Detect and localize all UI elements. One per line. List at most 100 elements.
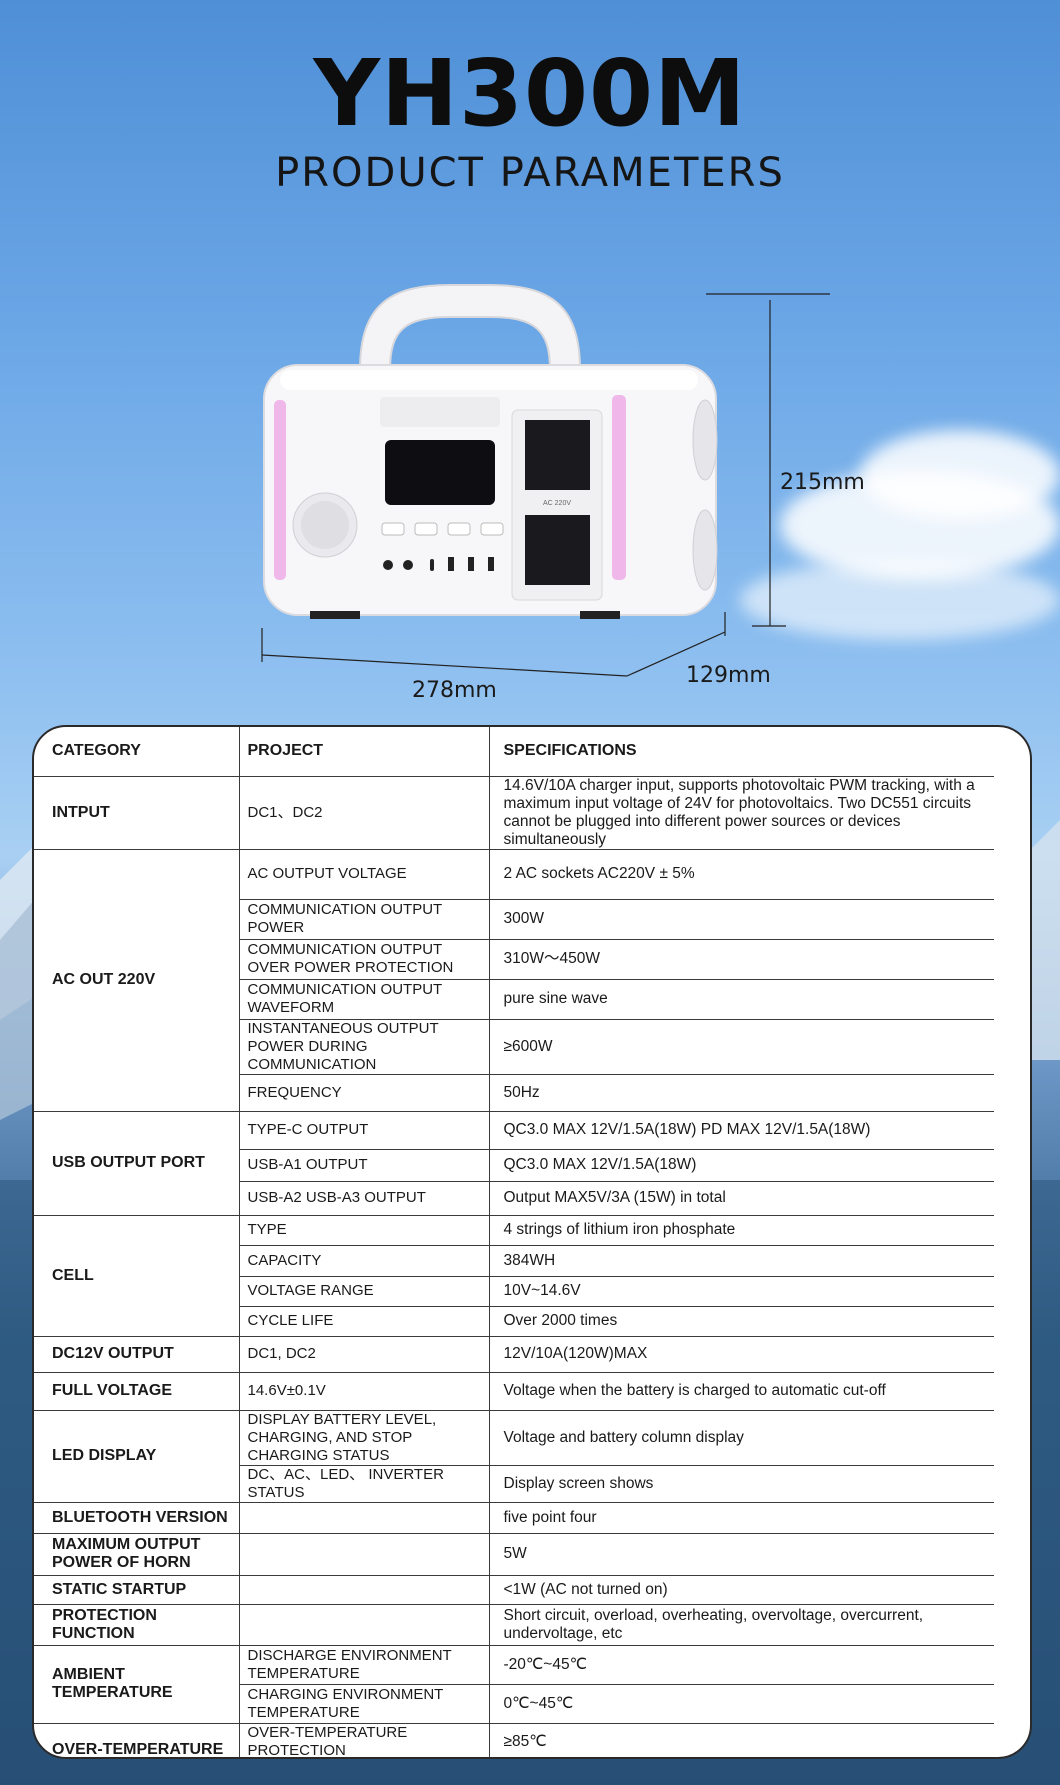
specification-cell: Short circuit, overload, overheating, ov…: [489, 1604, 994, 1646]
cloud-decor: [860, 430, 1060, 520]
project-cell: CYCLE LIFE: [239, 1306, 490, 1337]
table-header-cell: SPECIFICATIONS: [489, 727, 994, 777]
project-cell: CAPACITY: [239, 1245, 490, 1277]
specification-cell: Output MAX5V/3A (15W) in total: [489, 1181, 994, 1216]
project-cell: TYPE: [239, 1215, 490, 1246]
table-row: MAXIMUM OUTPUT POWER OF HORN 5W: [34, 1533, 994, 1576]
project-cell: COMMUNICATION OUTPUT OVER POWER PROTECTI…: [239, 939, 490, 980]
category-cell: OVER-TEMPERATURE PROTECTION: [34, 1723, 240, 1757]
category-cell: LED DISPLAY: [34, 1410, 240, 1503]
specification-cell: Voltage and battery column display: [489, 1410, 994, 1466]
project-cell: CHARGING ENVIRONMENT TEMPERATURE: [239, 1684, 490, 1724]
specification-cell: 12V/10A(120W)MAX: [489, 1336, 994, 1373]
specification-cell: Over 2000 times: [489, 1306, 994, 1337]
project-cell: VOLTAGE RANGE: [239, 1276, 490, 1307]
project-cell: DC、AC、LED、 INVERTER STATUS: [239, 1465, 490, 1503]
project-cell: [239, 1502, 490, 1534]
project-cell: 14.6V±0.1V: [239, 1372, 490, 1411]
dimension-width: 278mm: [412, 678, 497, 703]
category-cell: DC12V OUTPUT: [34, 1336, 240, 1373]
project-cell: AC OUTPUT VOLTAGE: [239, 849, 490, 900]
category-cell: BLUETOOTH VERSION: [34, 1502, 240, 1534]
specification-cell: QC3.0 MAX 12V/1.5A(18W): [489, 1149, 994, 1182]
project-cell: COMMUNICATION OUTPUT POWER: [239, 899, 490, 940]
project-cell: COMMUNICATION OUTPUT WAVEFORM: [239, 979, 490, 1020]
specification-cell: 300W: [489, 899, 994, 940]
specification-cell: 14.6V/10A charger input, supports photov…: [489, 776, 994, 850]
category-cell: AC OUT 220V: [34, 849, 240, 1112]
specification-cell: ≥600W: [489, 1019, 994, 1075]
specification-cell: five point four: [489, 1502, 994, 1534]
project-cell: DC1、DC2: [239, 776, 490, 850]
specification-cell: Display screen shows: [489, 1465, 994, 1503]
category-cell: CELL: [34, 1215, 240, 1337]
specification-cell: ≥85℃: [489, 1723, 994, 1757]
project-cell: [239, 1575, 490, 1605]
specification-cell: pure sine wave: [489, 979, 994, 1020]
project-cell: [239, 1604, 490, 1646]
project-cell: OVER-TEMPERATURE PROTECTION: [239, 1723, 490, 1757]
project-cell: INSTANTANEOUS OUTPUT POWER DURING COMMUN…: [239, 1019, 490, 1075]
table-header-cell: CATEGORY: [34, 727, 240, 777]
project-cell: DISCHARGE ENVIRONMENT TEMPERATURE: [239, 1645, 490, 1685]
cloud-decor: [740, 560, 1060, 640]
table-header-cell: PROJECT: [239, 727, 490, 777]
category-cell: AMBIENT TEMPERATURE: [34, 1645, 240, 1724]
specification-cell: 310W～450W: [489, 939, 994, 980]
category-cell: USB OUTPUT PORT: [34, 1111, 240, 1216]
project-cell: USB-A1 OUTPUT: [239, 1149, 490, 1182]
specification-cell: <1W (AC not turned on): [489, 1575, 994, 1605]
dimension-depth: 129mm: [686, 663, 771, 688]
category-cell: FULL VOLTAGE: [34, 1372, 240, 1411]
specification-cell: 0℃~45℃: [489, 1684, 994, 1724]
project-cell: FREQUENCY: [239, 1074, 490, 1112]
power-station-illustration: AC 220V: [263, 284, 718, 619]
category-cell: MAXIMUM OUTPUT POWER OF HORN: [34, 1533, 240, 1576]
specification-cell: QC3.0 MAX 12V/1.5A(18W) PD MAX 12V/1.5A(…: [489, 1111, 994, 1150]
ac-label: AC 220V: [543, 500, 571, 507]
table-row: COMMUNICATION OUTPUT OVER POWER PROTECTI…: [34, 939, 994, 980]
category-cell: STATIC STARTUP: [34, 1575, 240, 1605]
dimension-height: 215mm: [780, 470, 865, 495]
project-cell: USB-A2 USB-A3 OUTPUT: [239, 1181, 490, 1216]
project-cell: DISPLAY BATTERY LEVEL, CHARGING, AND STO…: [239, 1410, 490, 1466]
project-cell: TYPE-C OUTPUT: [239, 1111, 490, 1150]
specification-cell: 50Hz: [489, 1074, 994, 1112]
category-cell: PROTECTION FUNCTION: [34, 1604, 240, 1646]
specification-cell: Voltage when the battery is charged to a…: [489, 1372, 994, 1411]
table-row: INSTANTANEOUS OUTPUT POWER DURING COMMUN…: [34, 1019, 994, 1075]
page-title: YH300M: [313, 40, 747, 147]
specification-cell: 2 AC sockets AC220V ± 5%: [489, 849, 994, 900]
project-cell: DC1, DC2: [239, 1336, 490, 1373]
table-row: BLUETOOTH VERSION five point four: [34, 1502, 994, 1534]
specification-cell: -20℃~45℃: [489, 1645, 994, 1685]
specification-cell: 4 strings of lithium iron phosphate: [489, 1215, 994, 1246]
specification-cell: 384WH: [489, 1245, 994, 1277]
page-subtitle: PRODUCT PARAMETERS: [275, 150, 785, 196]
table-row: STATIC STARTUP <1W (AC not turned on): [34, 1575, 994, 1605]
specification-cell: 5W: [489, 1533, 994, 1576]
table-row: PROTECTION FUNCTION Short circuit, overlo…: [34, 1604, 994, 1646]
project-cell: [239, 1533, 490, 1576]
